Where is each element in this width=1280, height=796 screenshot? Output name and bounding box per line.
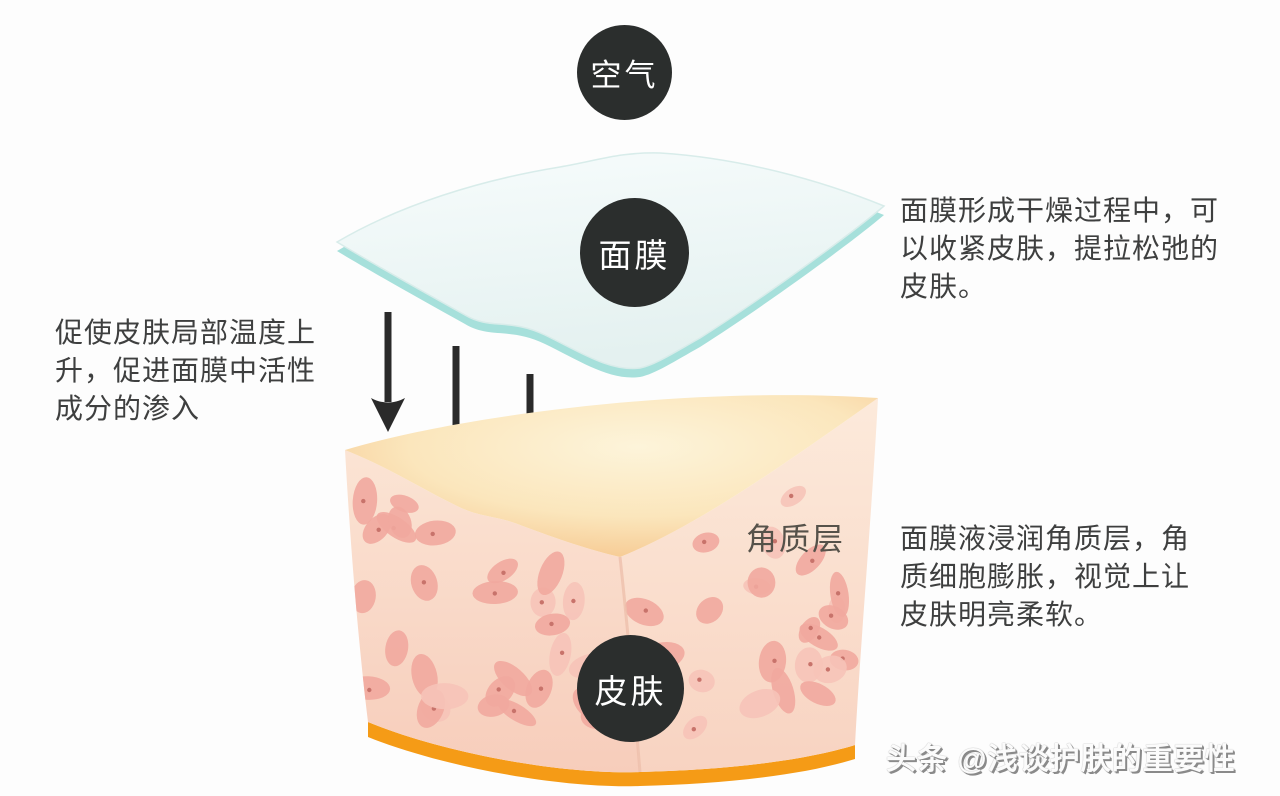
note-left: 促使皮肤局部温度上 升，促进面膜中活性 成分的渗入: [55, 314, 316, 428]
note-line: 皮肤明亮柔软。: [900, 599, 1104, 630]
note-line: 以收紧皮肤，提拉松弛的: [900, 233, 1220, 264]
note-right-bottom: 面膜液浸润角质层，角 质细胞膨胀，视觉上让 皮肤明亮柔软。: [900, 520, 1190, 634]
note-line: 面膜形成干燥过程中，可: [900, 195, 1220, 226]
note-line: 升，促进面膜中活性: [55, 355, 317, 386]
air-label-badge: 空气: [577, 25, 672, 120]
note-line: 促使皮肤局部温度上: [55, 317, 317, 348]
keratin-cells-left: [345, 477, 620, 730]
penetration-arrow-icon: [371, 312, 405, 432]
stratum-corneum-label: 角质层: [746, 522, 845, 557]
note-right-top: 面膜形成干燥过程中，可 以收紧皮肤，提拉松弛的 皮肤。: [900, 192, 1219, 306]
note-line: 面膜液浸润角质层，角: [900, 523, 1191, 554]
note-line: 皮肤。: [900, 271, 988, 302]
note-line: 成分的渗入: [55, 393, 201, 424]
watermark-credit: 头条 @浅谈护肤的重要性: [886, 743, 1236, 776]
skin-label-badge: 皮肤: [577, 635, 684, 742]
mask-label: 面膜: [598, 236, 671, 274]
air-label: 空气: [590, 58, 659, 93]
note-line: 质细胞膨胀，视觉上让: [900, 561, 1191, 592]
mask-label-badge: 面膜: [580, 198, 689, 307]
skin-label: 皮肤: [594, 672, 667, 710]
skin-base-band: [368, 722, 855, 787]
skin-top-surface: [345, 395, 878, 557]
